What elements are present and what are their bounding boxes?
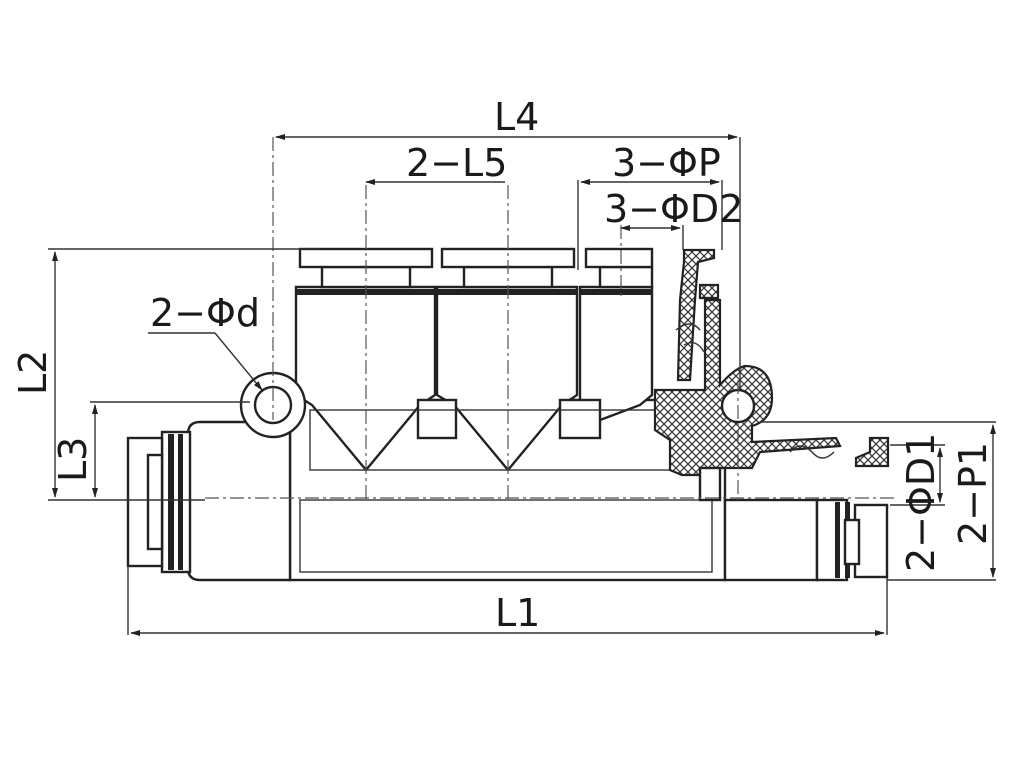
section-view xyxy=(653,248,890,502)
dimension-lines xyxy=(52,134,996,636)
label-L5: 2−L5 xyxy=(406,141,507,185)
dim-d-leader-diagonal xyxy=(214,332,263,391)
label-D1: 2−ΦD1 xyxy=(899,433,943,572)
label-L4: L4 xyxy=(494,95,539,139)
label-d: 2−Φd xyxy=(150,291,260,335)
label-D2: 3−ΦD2 xyxy=(604,187,743,231)
label-L1: L1 xyxy=(495,591,540,635)
label-L2: L2 xyxy=(11,350,55,395)
center-lines xyxy=(205,137,895,500)
label-P1: 2−P1 xyxy=(951,442,995,545)
label-L3: L3 xyxy=(51,437,95,482)
label-P: 3−ΦP xyxy=(612,141,721,185)
extension-lines xyxy=(48,137,996,635)
dimension-labels: L4 2−L5 3−ΦP 3−ΦD2 2−Φd L2 L3 2−ΦD1 2−P1… xyxy=(11,95,995,635)
